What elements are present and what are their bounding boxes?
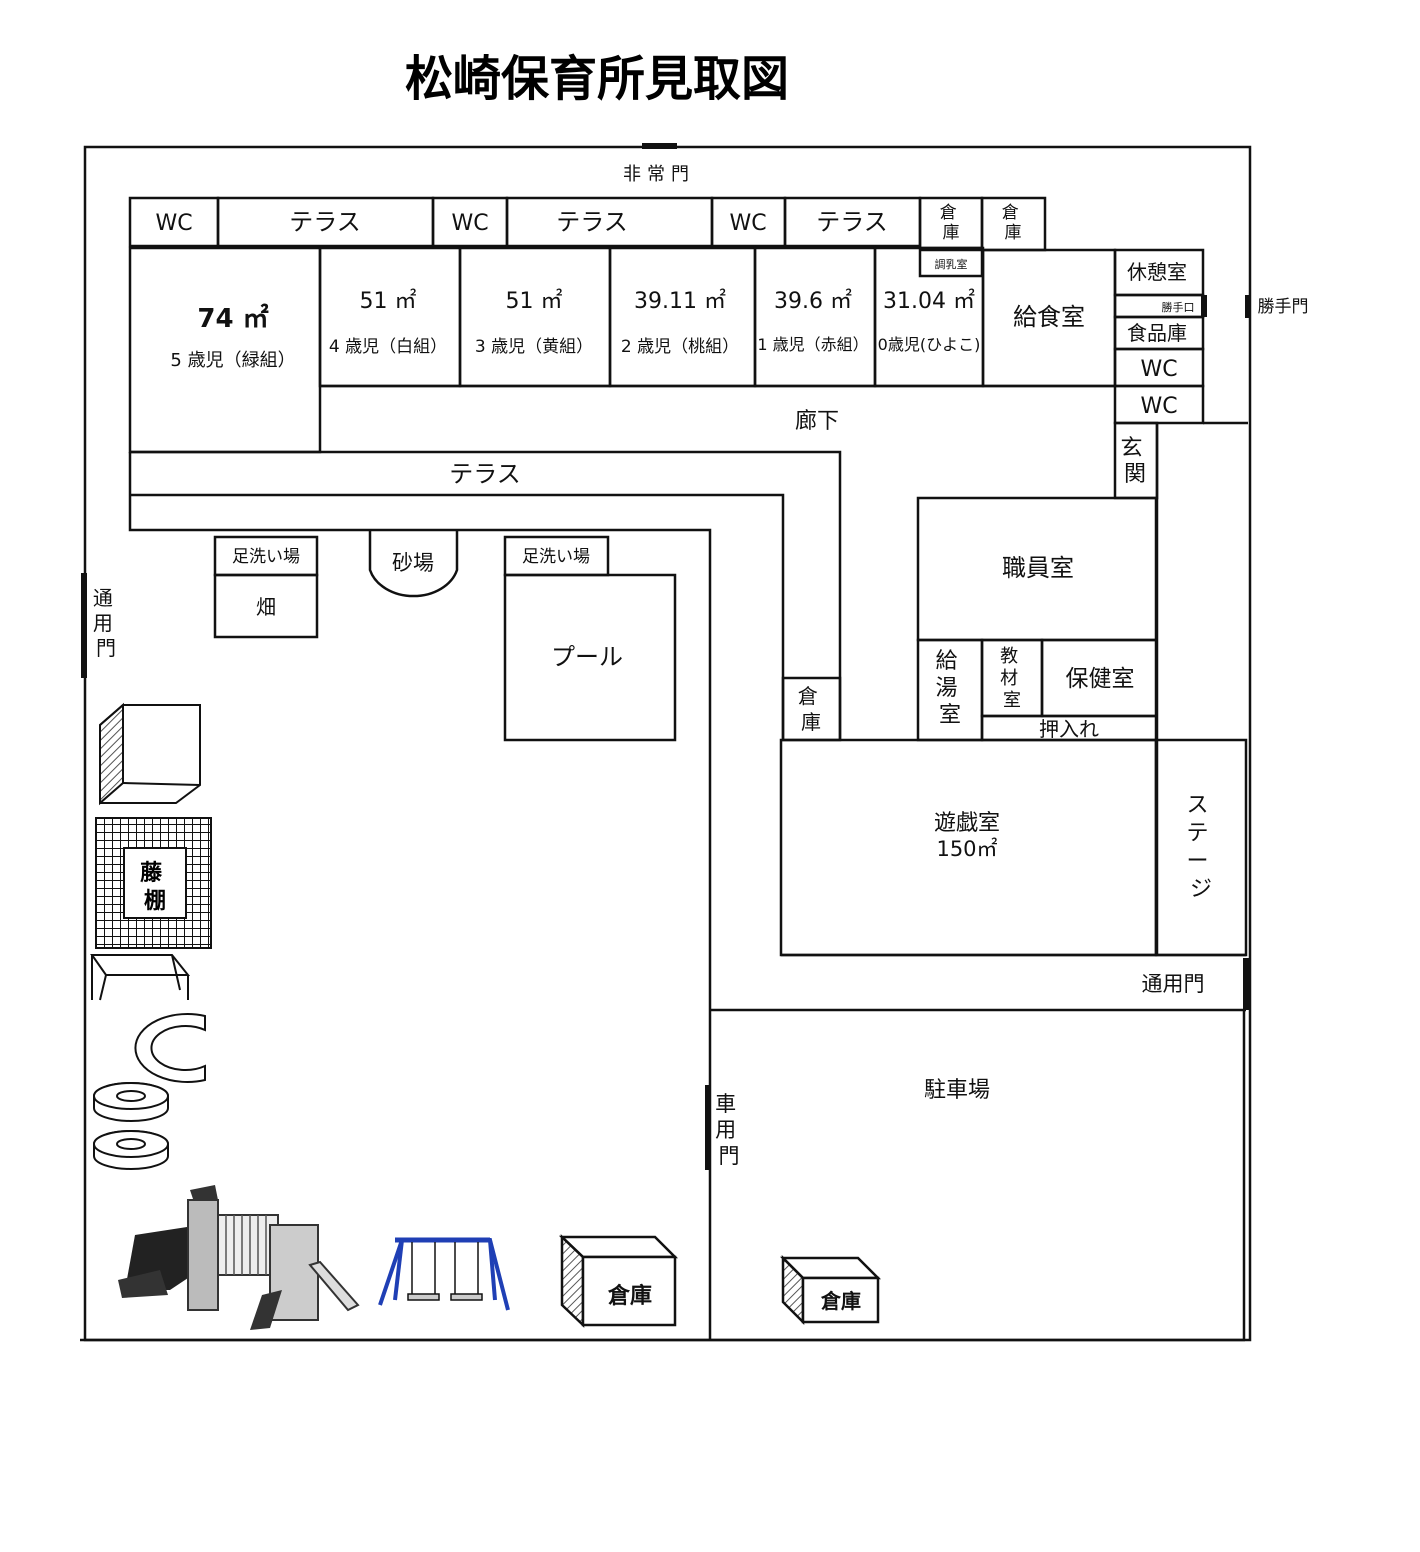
terrace-2-label: テラス <box>556 208 628 236</box>
classroom-0-area: 74 ㎡ <box>197 303 268 334</box>
side-gate-left-text-1: 通 <box>93 586 113 610</box>
field-label: 畑 <box>256 595 276 619</box>
wc-b-label: WC <box>1140 394 1177 419</box>
sandbox-label: 砂場 <box>392 551 434 575</box>
hot-water-label: 給 湯 室 <box>935 649 964 728</box>
classroom-5-area: 31.04 ㎡ <box>883 288 975 314</box>
storage-1-text-2: 庫 <box>943 223 960 243</box>
vehicle-gate-text-3: 門 <box>719 1144 740 1168</box>
stage-text-1: ス <box>1186 793 1208 818</box>
plan-title: 松崎保育所見取図 <box>405 51 789 107</box>
classroom-4-name: 1 歳児（赤組） <box>757 335 868 354</box>
classroom-1-area: 51 ㎡ <box>360 288 417 314</box>
stage-text-2: テ <box>1186 821 1208 846</box>
nursing-room-label: 調乳室 <box>935 257 968 271</box>
wc-3-label: WC <box>729 211 766 236</box>
kitchen-label: 給食室 <box>1013 303 1085 331</box>
side-gate-left-text-3: 門 <box>96 636 116 660</box>
playroom-area: 150㎡ <box>936 837 997 861</box>
back-gate-label: 勝手門 <box>1258 297 1309 317</box>
wc-1-label: WC <box>155 211 192 236</box>
closet-label: 押入れ <box>1039 717 1099 741</box>
rest-room-label: 休憩室 <box>1127 260 1187 284</box>
classroom-2-name: 3 歳児（黄組） <box>475 337 593 357</box>
classroom-0-name: 5 歳児（緑組） <box>170 350 295 371</box>
hallway-label: 廊下 <box>795 409 839 434</box>
side-gate-right-label: 通用門 <box>1142 972 1205 996</box>
classroom-1-name: 4 歳児（白組） <box>329 337 447 357</box>
hot-water-text-2: 湯 <box>935 676 957 701</box>
side-gate-left-label: 通 用 門 <box>93 586 119 660</box>
shed-2-icon: 倉庫 <box>779 1254 882 1326</box>
playground-structure-icon <box>118 1185 360 1330</box>
storage-2-text-2: 庫 <box>1005 223 1022 243</box>
classroom-3-name: 2 歳児（桃組） <box>621 337 739 357</box>
classroom-2-area: 51 ㎡ <box>506 288 563 314</box>
shed-2-label: 倉庫 <box>820 1289 861 1313</box>
storage-mid-label: 倉 庫 <box>798 684 824 734</box>
entrance-text-1: 玄 <box>1120 436 1142 461</box>
materials-text-2: 材 <box>1000 668 1018 689</box>
hot-water-text-1: 給 <box>935 649 957 674</box>
terrace-1-label: テラス <box>289 208 361 236</box>
wc-2-label: WC <box>451 211 488 236</box>
bench-icon <box>90 954 191 1001</box>
storage-mid-text-1: 倉 <box>798 684 818 708</box>
parking-label: 駐車場 <box>924 1078 990 1103</box>
terrace-lower-label: テラス <box>449 460 521 488</box>
pool-label: プール <box>551 643 623 671</box>
materials-label: 教 材 室 <box>1000 646 1024 711</box>
swing-icon <box>378 1237 510 1311</box>
stage-label: ス テ ー ジ <box>1186 793 1215 902</box>
storage-1-text: 倉 <box>940 203 957 223</box>
storage-2-text: 倉 <box>1002 203 1019 223</box>
service-door-label: 勝手口 <box>1162 300 1195 314</box>
wisteria-trellis: 藤 棚 <box>95 817 212 949</box>
entrance-text-2: 関 <box>1124 462 1146 487</box>
pantry-label: 食品庫 <box>1127 321 1187 345</box>
materials-text-3: 室 <box>1003 690 1021 711</box>
shed-1-icon: 倉庫 <box>558 1234 679 1328</box>
classroom-5-name: 0歳児(ひよこ) <box>878 335 981 354</box>
vehicle-gate-text-1: 車 <box>715 1092 736 1116</box>
footwash-2-label: 足洗い場 <box>522 547 590 567</box>
tire-icon-2 <box>93 1130 169 1170</box>
emergency-gate-label: 非常門 <box>623 164 695 185</box>
stage-text-4: ジ <box>1190 877 1212 902</box>
hot-water-text-3: 室 <box>939 703 961 728</box>
wc-a-label: WC <box>1140 357 1177 382</box>
shed-1-label: 倉庫 <box>607 1283 652 1309</box>
storage-1-label: 倉 庫 <box>940 203 962 243</box>
staff-room-label: 職員室 <box>1002 554 1074 582</box>
play-cube-icon <box>99 702 201 806</box>
health-room-label: 保健室 <box>1066 666 1135 692</box>
stage-text-3: ー <box>1186 849 1208 874</box>
vehicle-gate-text-2: 用 <box>715 1118 736 1142</box>
terrace-3-label: テラス <box>816 208 888 236</box>
wisteria-label: 藤 棚 <box>140 860 170 914</box>
tire-icon-1 <box>93 1082 169 1122</box>
storage-2-label: 倉 庫 <box>1002 203 1024 243</box>
materials-text-1: 教 <box>1000 646 1018 667</box>
classroom-4-area: 39.6 ㎡ <box>774 288 852 314</box>
wisteria-text-2: 棚 <box>144 889 166 914</box>
playroom-name: 遊戯室 <box>934 811 1000 836</box>
classroom-3-area: 39.11 ㎡ <box>634 288 726 314</box>
vehicle-gate-label: 車 用 門 <box>715 1092 743 1168</box>
footwash-1-label: 足洗い場 <box>232 547 300 567</box>
entrance-label: 玄 関 <box>1120 436 1149 487</box>
half-ring-icon <box>134 1013 206 1083</box>
wisteria-text-1: 藤 <box>140 860 163 886</box>
side-gate-left-text-2: 用 <box>93 611 113 635</box>
storage-mid-text-2: 庫 <box>801 710 821 734</box>
